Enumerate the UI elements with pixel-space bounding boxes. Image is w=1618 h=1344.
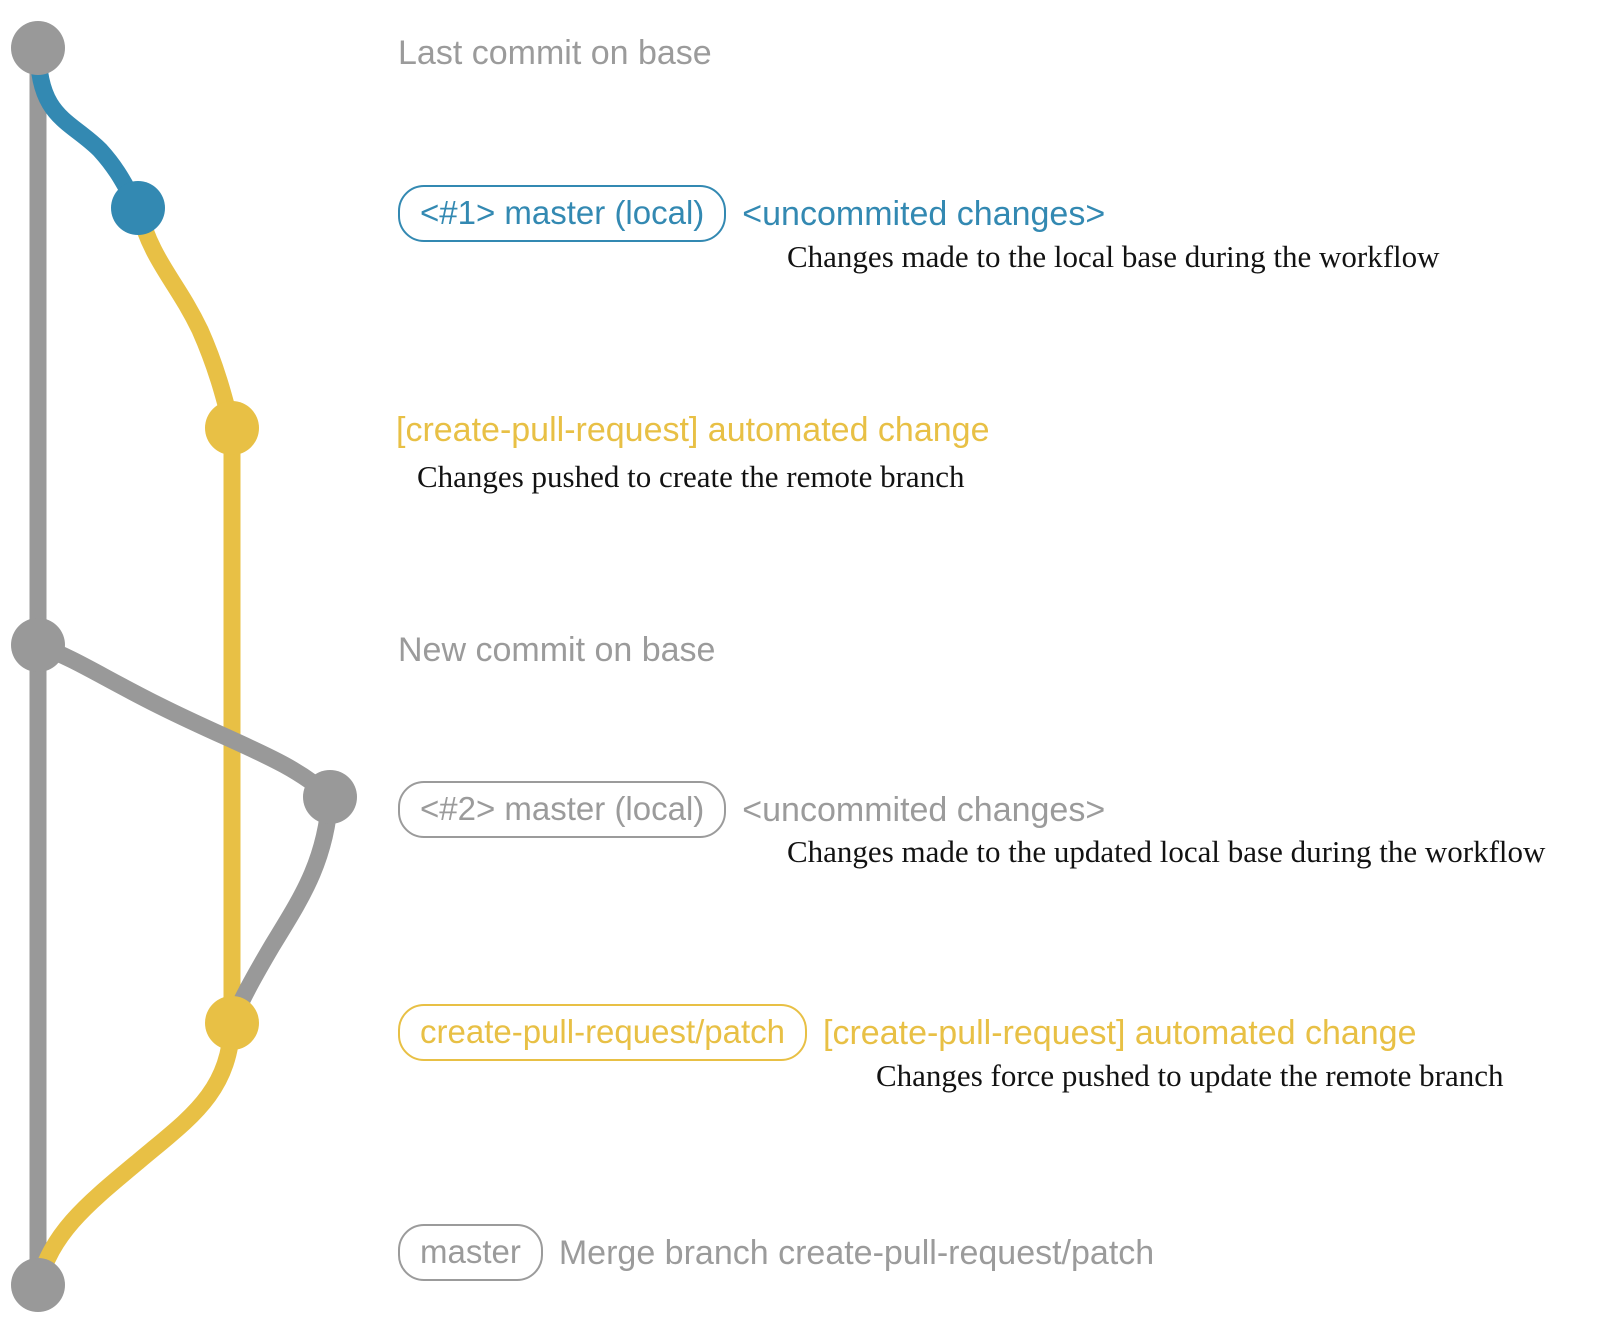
edge-local2-to-patch2 — [223, 788, 339, 1032]
label-new-commit-on-base: New commit on base — [398, 631, 716, 669]
commit-node-merge[interactable] — [11, 1258, 65, 1312]
commit-node-master-local-2[interactable] — [303, 770, 357, 824]
commit-graph-svg — [11, 21, 357, 1312]
note-master-local-1: Changes made to the local base during th… — [787, 239, 1440, 274]
row-master-local-1: <#1> master (local) <uncommited changes> — [398, 185, 1105, 242]
note-automated-change-2: Changes force pushed to update the remot… — [876, 1058, 1504, 1093]
commit-message-automated-change-1: [create-pull-request] automated change — [396, 411, 990, 449]
row-automated-change-2: create-pull-request/patch [create-pull-r… — [398, 1004, 1417, 1061]
commit-message-master-local-1: <uncommited changes> — [742, 194, 1106, 233]
commit-message-automated-change-2: [create-pull-request] automated change — [823, 1013, 1417, 1052]
edge-local1-to-patch1 — [129, 199, 241, 437]
commit-node-automated-change-1[interactable] — [205, 401, 259, 455]
edge-base-to-local1 — [29, 39, 147, 217]
row-merge: master Merge branch create-pull-request/… — [398, 1224, 1154, 1281]
branch-pill-master-local-2[interactable]: <#2> master (local) — [398, 781, 727, 838]
edge-patch2-to-merge — [29, 1014, 241, 1294]
note-automated-change-1: Changes pushed to create the remote bran… — [417, 459, 965, 494]
row-master-local-2: <#2> master (local) <uncommited changes> — [398, 781, 1105, 838]
branch-pill-create-pull-request-patch[interactable]: create-pull-request/patch — [398, 1004, 808, 1061]
row-automated-change-1: [create-pull-request] automated change — [396, 413, 989, 447]
branch-pill-master[interactable]: master — [398, 1224, 543, 1281]
commit-node-last-commit-on-base[interactable] — [11, 21, 65, 75]
branch-pill-master-local-1[interactable]: <#1> master (local) — [398, 185, 727, 242]
commit-message-master-local-2: <uncommited changes> — [742, 790, 1106, 829]
commit-node-new-commit-on-base[interactable] — [11, 618, 65, 672]
commit-message-merge: Merge branch create-pull-request/patch — [558, 1233, 1155, 1272]
commit-node-automated-change-2[interactable] — [205, 996, 259, 1050]
commit-node-master-local-1[interactable] — [111, 181, 165, 235]
note-master-local-2: Changes made to the updated local base d… — [787, 834, 1546, 869]
edge-base2-to-local2 — [29, 636, 339, 806]
label-last-commit-on-base: Last commit on base — [398, 34, 712, 72]
